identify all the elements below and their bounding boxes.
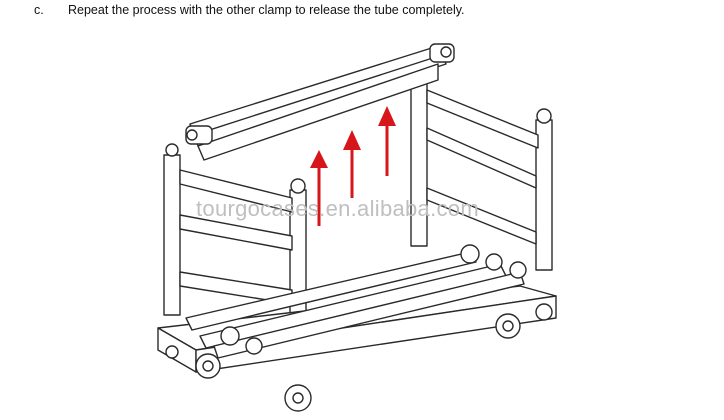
clamp-right [429, 43, 455, 63]
clamp-left [185, 125, 213, 145]
instruction-text: Repeat the process with the other clamp … [68, 3, 465, 17]
instruction-line: c. Repeat the process with the other clam… [34, 3, 465, 17]
caster-wheels [165, 303, 553, 412]
top-rail-tube [189, 45, 447, 161]
left-end-frame [163, 143, 307, 346]
floor-tubes [185, 244, 527, 359]
red-up-arrow-icon [310, 106, 396, 226]
step-label: c. [34, 3, 44, 17]
right-end-frame [410, 69, 553, 271]
watermark-text: tourgocases.en.alibaba.com [196, 196, 479, 221]
